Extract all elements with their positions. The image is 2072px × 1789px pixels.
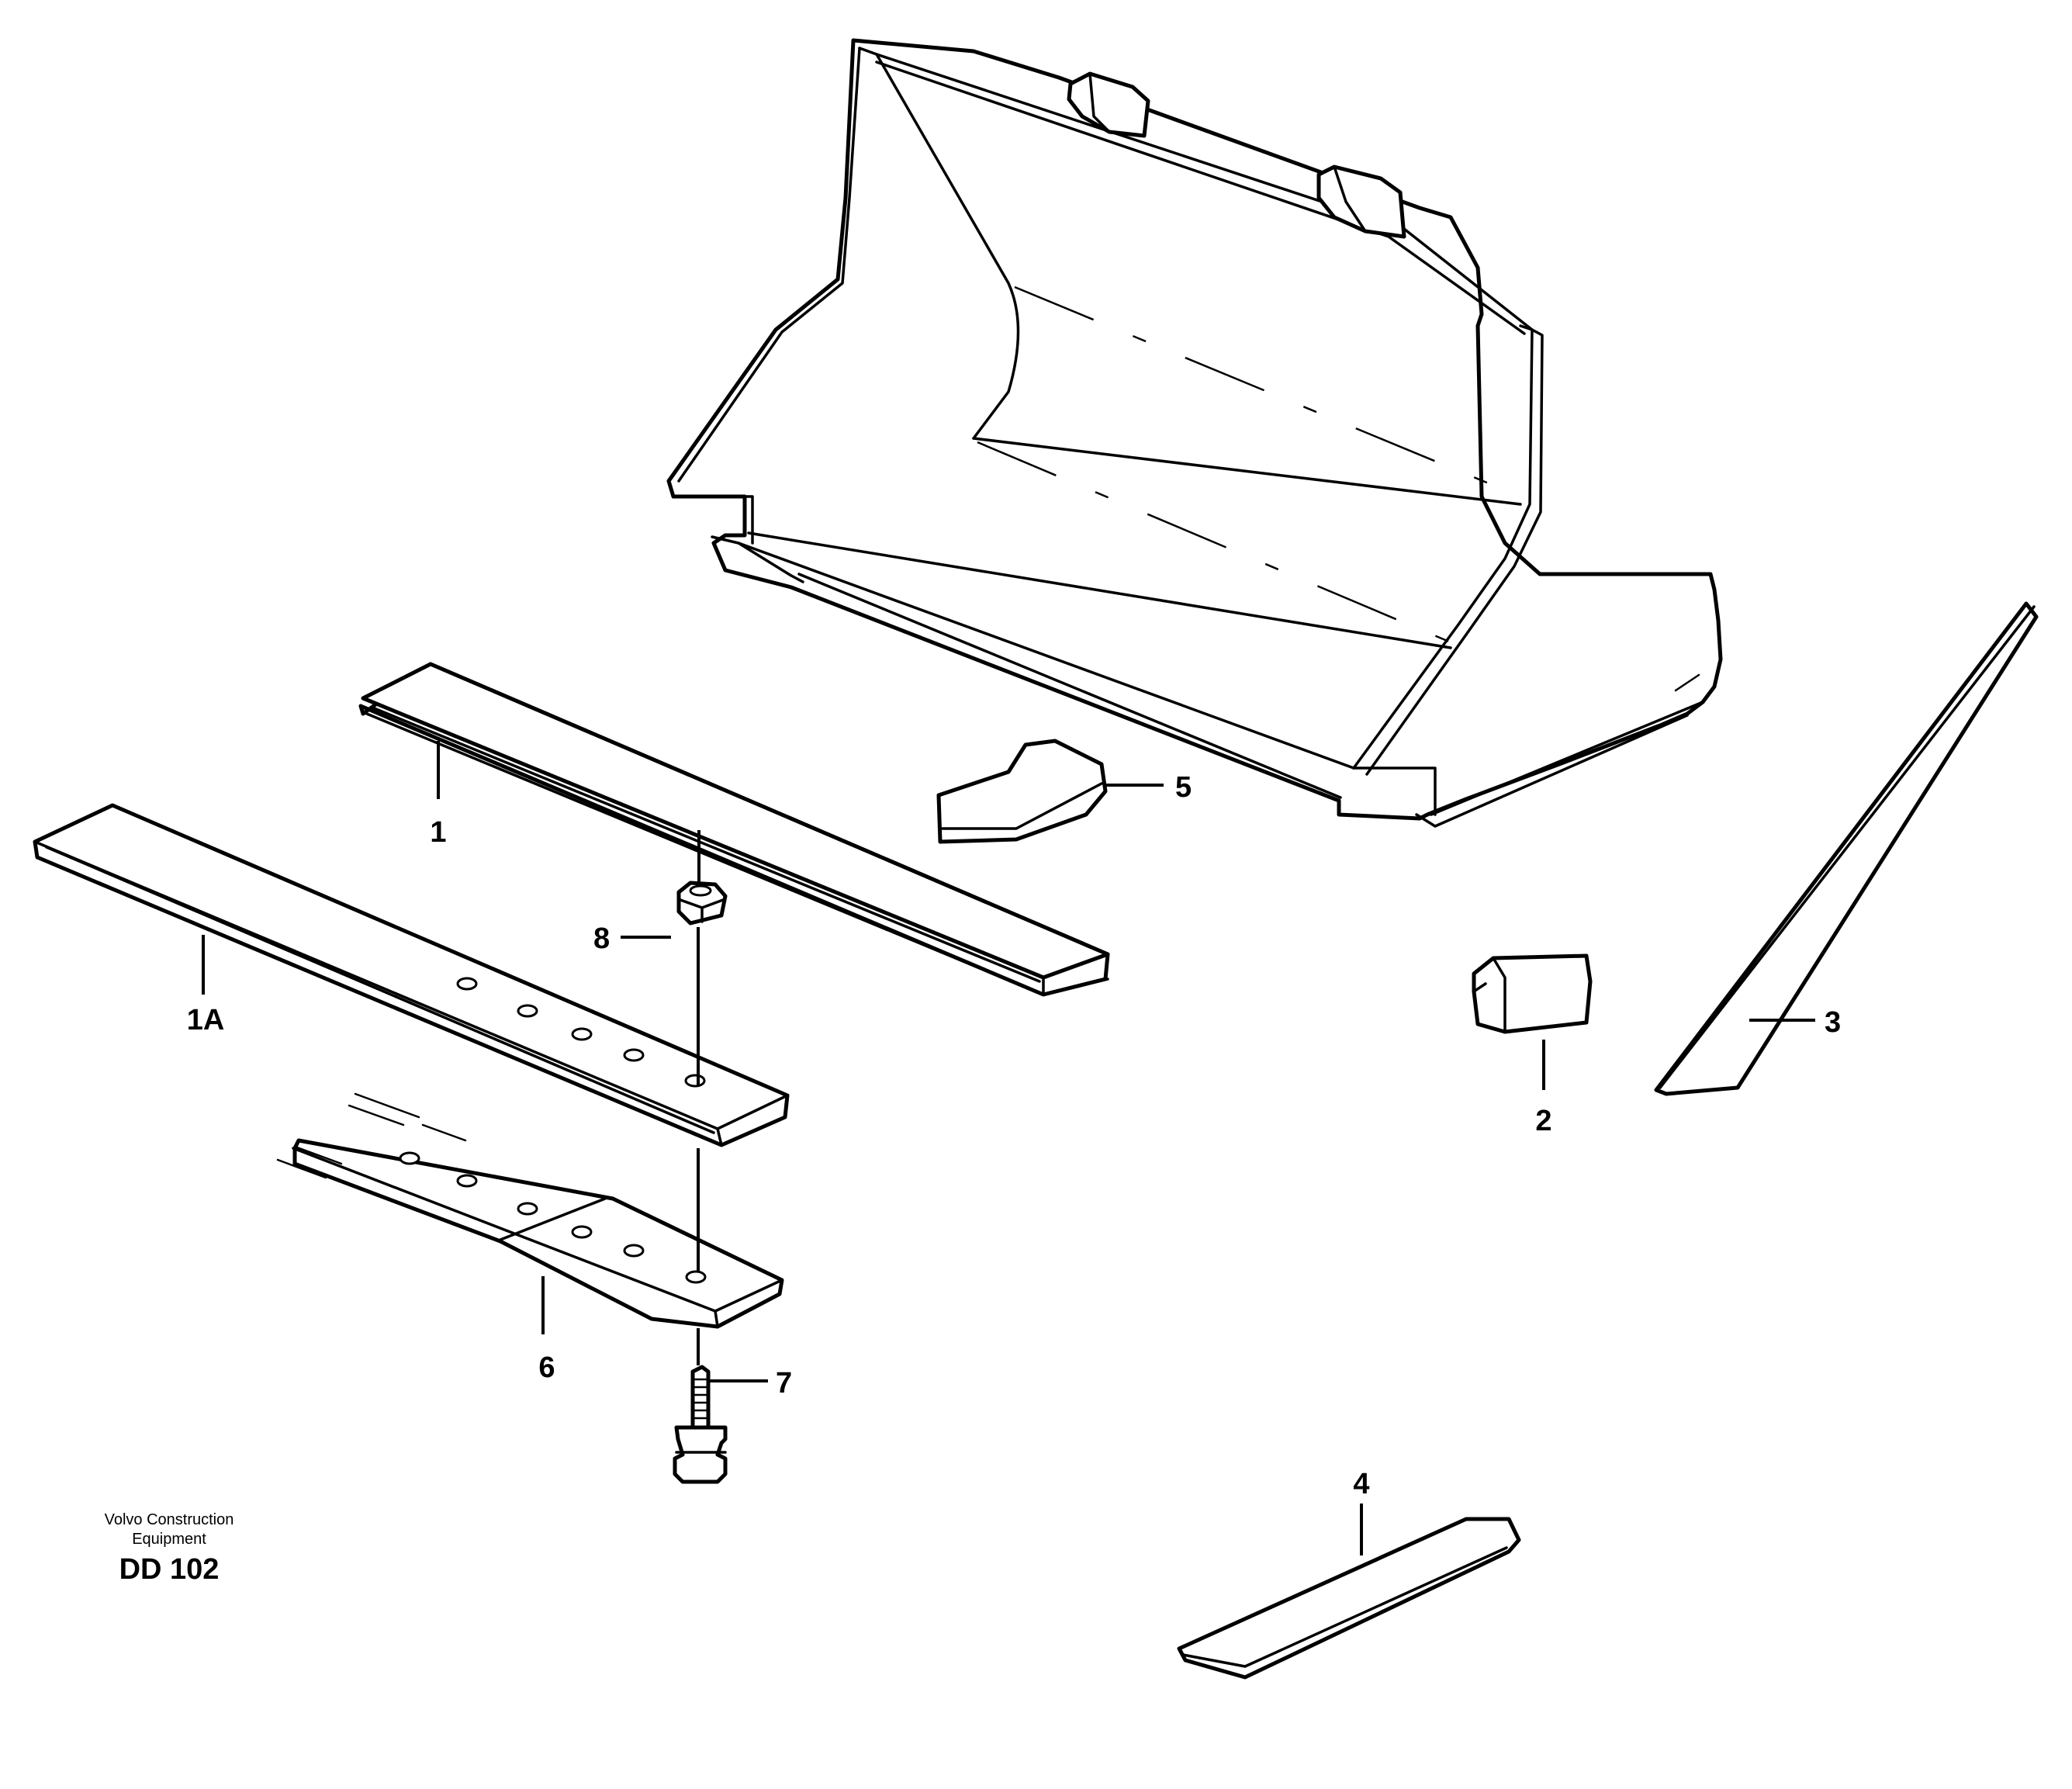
part-5-wear-pad xyxy=(936,739,1108,844)
callout-2: 2 xyxy=(1535,1105,1551,1137)
part-4-wear-plate xyxy=(1177,1517,1521,1680)
callout-3: 3 xyxy=(1825,1006,1841,1039)
leader-lines xyxy=(202,741,1815,1555)
callout-8: 8 xyxy=(593,922,610,955)
callout-6: 6 xyxy=(538,1351,555,1384)
part-7-bolt xyxy=(673,1365,728,1484)
bucket xyxy=(666,38,1723,828)
callout-4: 4 xyxy=(1353,1468,1369,1500)
part-2-wear-pad xyxy=(1472,953,1593,1034)
part-3-side-cutter xyxy=(1654,601,2039,1096)
drawing-code: DD 102 xyxy=(119,1553,220,1586)
callout-1: 1 xyxy=(430,816,446,849)
callout-5: 5 xyxy=(1175,771,1192,804)
part-1a-cutting-edge-segment xyxy=(33,803,790,1147)
callout-1a: 1A xyxy=(187,1004,225,1036)
part-6-edge-segment xyxy=(276,1092,784,1329)
callout-7: 7 xyxy=(776,1367,792,1400)
credit-line-1: Volvo Construction xyxy=(105,1511,234,1528)
part-1-cutting-edge xyxy=(358,662,1110,997)
credit-line-2: Equipment xyxy=(132,1531,206,1548)
part-8-nut xyxy=(676,830,728,926)
